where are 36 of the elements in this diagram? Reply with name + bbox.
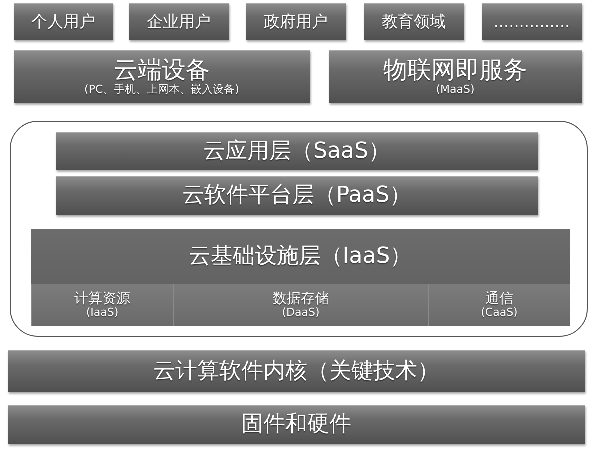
layer-bar xyxy=(8,405,585,444)
category-box xyxy=(246,3,346,40)
sublayer-tile xyxy=(173,284,428,326)
tile-subtitle: (DaaS) xyxy=(282,306,320,320)
box-subtitle: (MaaS) xyxy=(436,84,475,98)
layer-bar xyxy=(8,350,585,392)
layer-title: 云软件平台层（PaaS） xyxy=(182,183,412,209)
box-title: 云端设备 xyxy=(114,56,210,84)
tile-subtitle: (IaaS) xyxy=(86,306,119,320)
tile-subtitle: (CaaS) xyxy=(481,306,518,320)
tile-title: 数据存储 xyxy=(273,290,329,307)
layer-title: 云应用层（SaaS） xyxy=(204,138,390,164)
category-label: ............... xyxy=(494,12,570,32)
layer-group-frame xyxy=(10,121,588,337)
sublayer-tile xyxy=(31,284,173,326)
layer-title: 云基础设施层（IaaS） xyxy=(188,243,414,271)
layer-panel xyxy=(31,229,570,326)
box-title: 物联网即服务 xyxy=(384,56,528,84)
category-box xyxy=(129,3,229,40)
tile-title: 计算资源 xyxy=(74,290,130,307)
category-box xyxy=(14,3,113,40)
layer-title: 固件和硬件 xyxy=(242,412,352,438)
category-label: 个人用户 xyxy=(32,12,96,32)
category-label: 教育领域 xyxy=(382,12,446,32)
category-label: 政府用户 xyxy=(264,12,328,32)
box-subtitle: (PC、手机、上网本、嵌入设备) xyxy=(84,84,240,98)
category-box xyxy=(482,3,582,40)
device-box xyxy=(14,50,310,103)
category-box xyxy=(364,3,464,40)
layer-bar xyxy=(56,176,538,215)
sublayer-tile xyxy=(428,284,570,326)
tile-title: 通信 xyxy=(486,290,514,307)
device-box xyxy=(329,50,582,103)
layer-title: 云计算软件内核（关键技术） xyxy=(154,358,440,384)
layer-bar xyxy=(56,132,538,170)
category-label: 企业用户 xyxy=(147,12,211,32)
